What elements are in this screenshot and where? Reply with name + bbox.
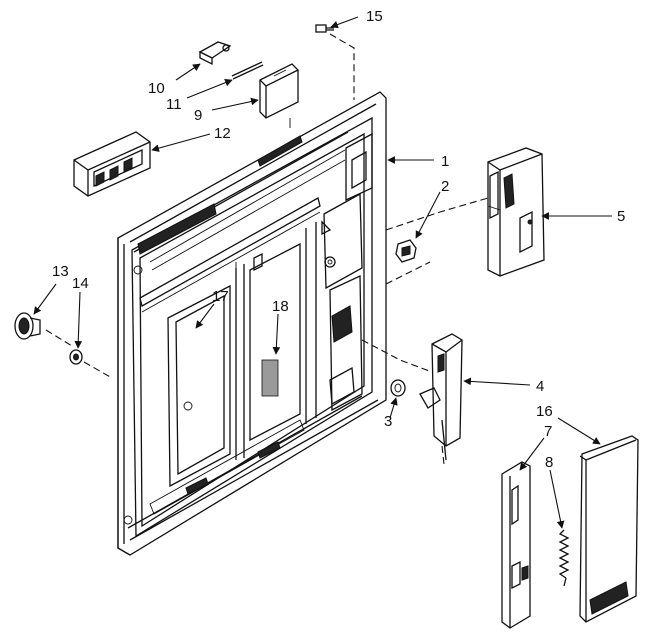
callout-15: 15 [366,8,383,25]
callout-17: 17 [212,288,229,305]
callout-11: 11 [166,96,182,113]
assembly-lines [45,33,489,465]
part-13-knob [14,312,41,340]
part-15-screw [315,24,334,33]
callout-16: 16 [536,403,553,420]
callout-18: 18 [272,298,289,315]
part-11-pin [231,61,264,80]
callout-labels: 15 10 11 9 12 1 2 5 13 14 17 18 4 3 16 7… [52,8,625,471]
leader-arrows [33,16,612,529]
part-16-side-trim [579,435,639,623]
part-12-handle-bracket [73,131,151,197]
part-3-bumper [390,379,406,397]
callout-8: 8 [545,454,553,471]
callout-4: 4 [536,378,544,395]
callout-9: 9 [194,107,202,124]
part-7-bracket [501,461,531,629]
part-9-cover [259,63,299,128]
part-14-washer [69,349,83,365]
callout-12: 12 [214,125,231,142]
part-5-latch-housing [487,147,545,277]
callout-7: 7 [544,423,552,440]
callout-14: 14 [72,275,89,292]
callout-2: 2 [441,178,449,195]
callout-1: 1 [441,153,449,170]
part-10-bracket [198,41,232,66]
callout-3: 3 [384,413,392,430]
part-8-spring [558,529,570,587]
callout-10: 10 [148,80,165,97]
part-4-latch [419,333,463,461]
callout-13: 13 [52,263,69,280]
inner-door-panel [117,91,387,556]
part-2-clip [395,239,417,263]
callout-5: 5 [617,208,625,225]
